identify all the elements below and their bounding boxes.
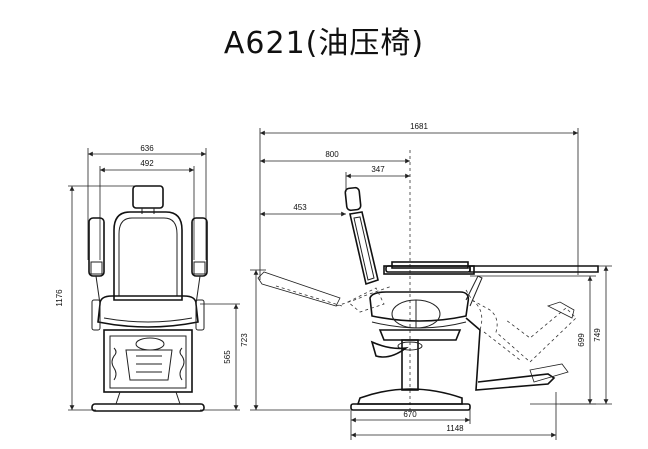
extended-leg-rest	[469, 265, 599, 273]
side-base-plate	[350, 403, 471, 411]
dim-outer-width: 636	[87, 144, 207, 260]
page-title: A621(油压椅)	[223, 26, 425, 61]
dim-label-453: 453	[293, 203, 307, 212]
dim-label-347: 347	[371, 165, 385, 174]
hydraulic-column	[401, 339, 419, 391]
side-chair-reclined	[257, 265, 599, 383]
dim-label-699: 699	[577, 333, 586, 347]
dim-label-723: 723	[240, 333, 249, 347]
dim-base-depth: 1148	[351, 392, 557, 440]
dim-label-1176: 1176	[55, 289, 64, 307]
dim-label-636: 636	[140, 144, 154, 153]
dim-inner-width: 492	[99, 159, 195, 260]
dim-label-800: 800	[325, 150, 339, 159]
dim-arm-height: 723	[240, 269, 350, 411]
dim-head-to-center: 800	[260, 150, 410, 164]
side-seat	[369, 291, 470, 322]
dim-total-height: 1176	[55, 185, 140, 411]
dim-label-565: 565	[223, 350, 232, 364]
dim-label-670: 670	[403, 410, 417, 419]
side-chair-upright	[344, 186, 556, 411]
pump-housing	[103, 329, 193, 393]
backrest	[113, 211, 183, 301]
seat-cushion	[97, 295, 199, 328]
dim-arm-reach: 453	[260, 203, 346, 217]
dim-back-to-center: 347	[345, 165, 410, 192]
side-view: 1681 800 347 453 723	[240, 122, 612, 440]
base-plate	[91, 403, 205, 412]
dim-overall-length: 1681	[259, 122, 579, 280]
dim-label-1681: 1681	[410, 122, 428, 131]
headrest	[132, 185, 164, 209]
dim-label-749: 749	[593, 328, 602, 342]
dim-top-height-749: 749	[560, 265, 612, 405]
dim-label-1148: 1148	[446, 424, 464, 433]
dim-seat-height: 565	[200, 303, 240, 411]
front-view: 636 492 1176 565	[55, 144, 240, 412]
dim-label-492: 492	[140, 159, 154, 168]
